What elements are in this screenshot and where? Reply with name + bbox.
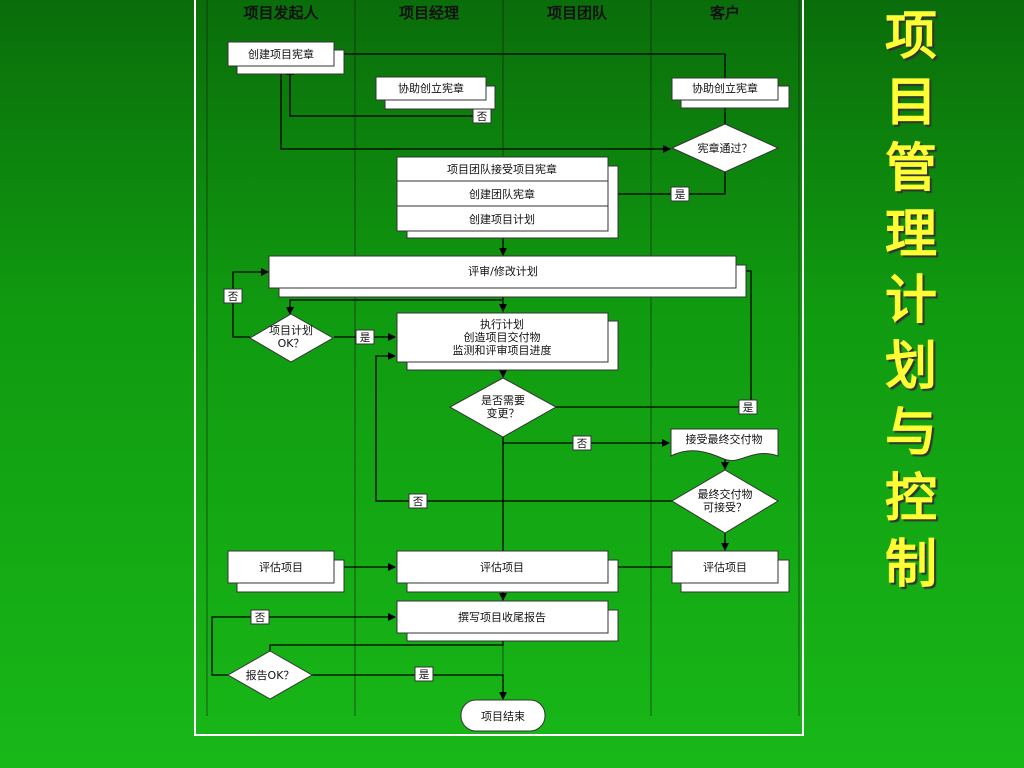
- node-evaluate-pm-label: 评估项目: [480, 561, 524, 574]
- branch-label-no-change: 否: [572, 435, 592, 451]
- node-team-charter-label: 创建团队宪章: [469, 187, 535, 201]
- branch-label-yes-plan: 是: [355, 329, 375, 345]
- node-accept-deliverable: 接受最终交付物: [670, 428, 779, 461]
- branch-label-no-final: 否: [408, 493, 428, 509]
- node-team-accept-label: 项目团队接受项目宪章: [447, 162, 557, 176]
- svg-text:否: 否: [255, 612, 266, 624]
- node-execute-plan: 执行计划 创造项目交付物 监测和评审项目进度: [396, 312, 619, 371]
- node-assist-charter-pm: 协助创立宪章: [375, 76, 496, 110]
- branch-label-yes-report: 是: [414, 666, 434, 682]
- lane-title-pm: 项目经理: [399, 4, 459, 22]
- page-title: 项目管理计划与控制: [876, 4, 946, 598]
- node-review-plan: 评审/修改计划: [268, 255, 747, 298]
- decision-report-ok-label: 报告OK？: [246, 668, 295, 682]
- decision-report-ok: 报告OK？: [226, 650, 314, 700]
- node-execute-line2: 创造项目交付物: [464, 330, 541, 344]
- page-title-char: 制: [884, 534, 937, 595]
- node-evaluate-sponsor: 评估项目: [227, 550, 345, 593]
- decision-plan-ok-line1: 项目计划: [269, 324, 313, 337]
- page-title-char: 目: [884, 72, 937, 133]
- node-create-plan-label: 创建项目计划: [469, 212, 535, 226]
- branch-label-yes-charter: 是: [670, 186, 690, 202]
- branch-label-no-report: 否: [250, 609, 270, 625]
- decision-need-change: 是否需要 变更？: [448, 377, 558, 438]
- node-team-stack: 项目团队接受项目宪章 创建团队宪章 创建项目计划: [396, 156, 619, 239]
- branch-label-no-plan: 否: [223, 288, 243, 304]
- node-project-end-label: 项目结束: [481, 710, 525, 723]
- decision-final-ok-line2: 可接受？: [703, 501, 747, 514]
- svg-text:否: 否: [577, 438, 588, 450]
- svg-text:是: 是: [675, 189, 686, 201]
- diagram-frame: [194, 0, 804, 736]
- decision-charter-pass-label: 宪章通过？: [698, 141, 753, 155]
- lane-title-team: 项目团队: [547, 4, 608, 22]
- node-assist-charter-client: 协助创立宪章: [671, 77, 790, 109]
- node-execute-line1: 执行计划: [480, 317, 524, 331]
- node-evaluate-client: 评估项目: [671, 550, 790, 593]
- node-closing-report: 撰写项目收尾报告: [396, 600, 619, 642]
- svg-text:是: 是: [419, 669, 430, 681]
- page-title-char: 划: [884, 336, 937, 397]
- node-create-charter-label: 创建项目宪章: [248, 47, 314, 61]
- decision-plan-ok-line2: OK？: [278, 337, 305, 350]
- decision-charter-pass: 宪章通过？: [670, 123, 780, 173]
- node-project-end: 项目结束: [460, 699, 546, 732]
- node-accept-deliverable-label: 接受最终交付物: [686, 432, 763, 446]
- node-review-plan-label: 评审/修改计划: [468, 264, 538, 278]
- lane-title-client: 客户: [709, 4, 740, 22]
- node-assist-charter-client-label: 协助创立宪章: [692, 81, 758, 95]
- node-closing-report-label: 撰写项目收尾报告: [458, 610, 546, 624]
- page-title-char: 与: [884, 402, 937, 463]
- node-evaluate-client-label: 评估项目: [703, 561, 747, 574]
- svg-text:否: 否: [413, 496, 424, 508]
- svg-text:是: 是: [360, 332, 371, 344]
- page-title-char: 项: [884, 6, 937, 67]
- svg-text:是: 是: [743, 402, 754, 414]
- page-title-char: 控: [884, 468, 937, 529]
- svg-text:否: 否: [477, 111, 488, 123]
- node-evaluate-sponsor-label: 评估项目: [259, 561, 303, 574]
- decision-final-ok: 最终交付物 可接受？: [671, 469, 779, 534]
- node-execute-line3: 监测和评审项目进度: [453, 343, 552, 357]
- node-evaluate-pm: 评估项目: [396, 550, 619, 593]
- decision-plan-ok: 项目计划 OK？: [249, 313, 335, 363]
- decision-final-ok-line1: 最终交付物: [698, 487, 753, 501]
- node-create-charter: 创建项目宪章: [227, 41, 345, 75]
- decision-need-change-line2: 变更？: [487, 406, 520, 420]
- lane-title-sponsor: 项目发起人: [243, 4, 319, 22]
- svg-text:否: 否: [228, 291, 239, 303]
- branch-label-yes-change: 是: [738, 399, 758, 415]
- page-title-char: 计: [884, 270, 937, 331]
- page-title-char: 管: [884, 138, 937, 199]
- page-title-char: 理: [884, 204, 937, 265]
- node-assist-charter-pm-label: 协助创立宪章: [398, 81, 464, 95]
- decision-need-change-line1: 是否需要: [481, 394, 525, 407]
- branch-label-no-charter: 否: [472, 108, 492, 124]
